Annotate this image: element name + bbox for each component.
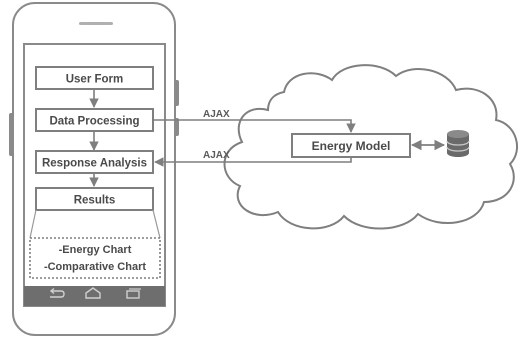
response-analysis-label: Response Analysis [42, 158, 147, 170]
response-analysis-box: Response Analysis [35, 150, 154, 174]
results-expand-line-left [29, 209, 37, 239]
phone-speaker [79, 22, 113, 25]
energy-model-label: Energy Model [312, 139, 391, 153]
home-icon[interactable] [85, 287, 101, 299]
results-label: Results [74, 195, 116, 207]
ajax-response-label: AJAX [203, 150, 230, 161]
user-form-box: User Form [35, 66, 154, 90]
data-processing-box: Data Processing [35, 108, 154, 132]
navigation-bar [24, 286, 165, 306]
back-icon[interactable] [49, 287, 65, 298]
results-detail-box: -Energy Chart -Comparative Chart [29, 237, 161, 279]
ajax-response-arrow [154, 157, 352, 167]
recent-apps-icon[interactable] [126, 288, 141, 299]
results-box: Results [35, 187, 154, 211]
energy-chart-label: -Energy Chart [59, 244, 132, 256]
comparative-chart-label: -Comparative Chart [44, 261, 146, 273]
database-icon [446, 130, 470, 157]
user-form-label: User Form [66, 74, 124, 86]
ajax-request-label: AJAX [203, 109, 230, 120]
data-processing-label: Data Processing [49, 116, 139, 128]
ajax-request-arrow [153, 119, 356, 133]
results-expand-line-right [152, 209, 161, 239]
energy-model-box: Energy Model [291, 133, 411, 158]
